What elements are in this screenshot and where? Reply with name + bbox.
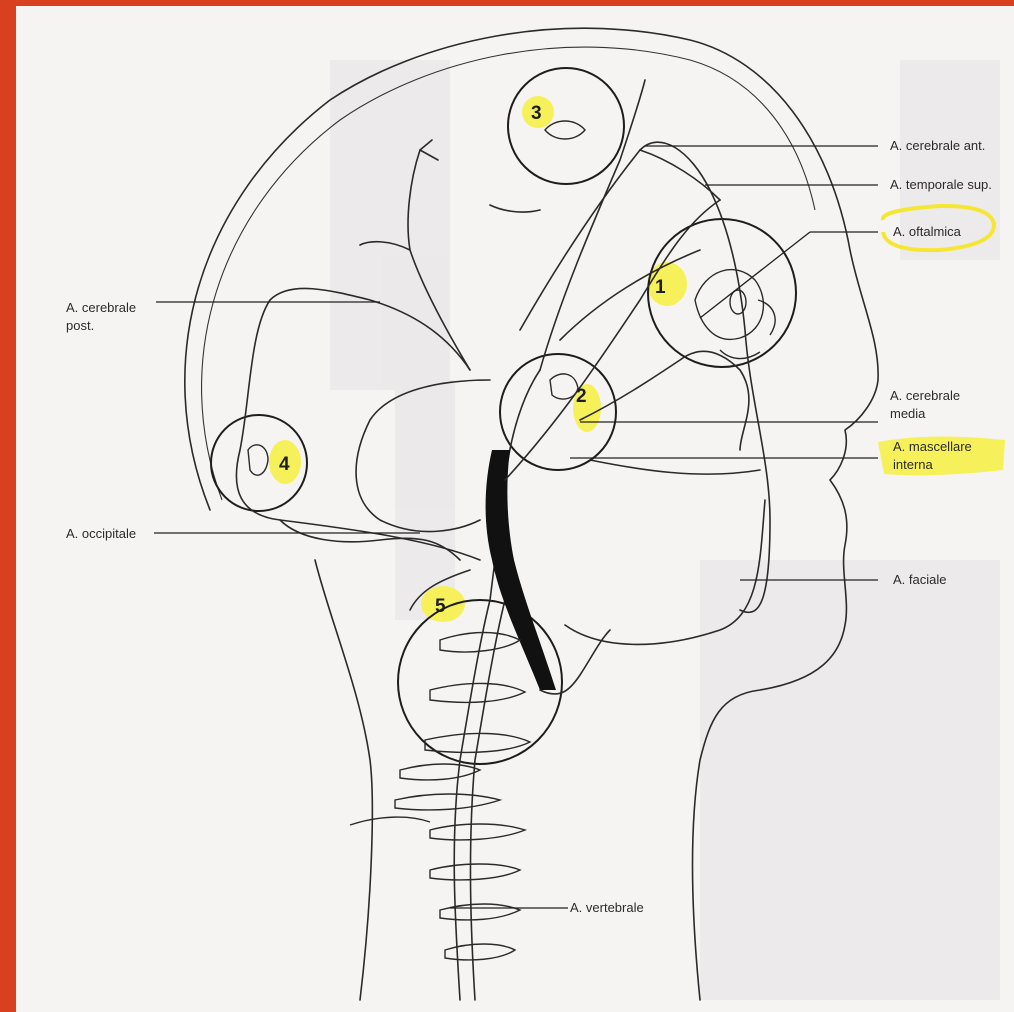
label-cerebrale-media-line2: media — [890, 406, 926, 421]
shading — [330, 60, 1000, 1000]
diagram-canvas: A. cerebrale ant. A. temporale sup. A. o… — [16, 6, 1014, 1012]
label-faciale: A. faciale — [893, 572, 946, 587]
arteries — [236, 80, 770, 1000]
vertebrae — [350, 633, 530, 960]
label-vertebrale: A. vertebrale — [570, 900, 644, 915]
label-cerebrale-post-line2: post. — [66, 318, 94, 333]
label-mascellare-line2: interna — [893, 457, 934, 472]
label-cerebrale-ant: A. cerebrale ant. — [890, 138, 985, 153]
number-4: 4 — [279, 454, 290, 475]
number-5: 5 — [435, 596, 446, 617]
label-cerebrale-post-line1: A. cerebrale — [66, 300, 136, 315]
label-cerebrale-media-line1: A. cerebrale — [890, 388, 960, 403]
head-arteries-diagram: A. cerebrale ant. A. temporale sup. A. o… — [16, 6, 1014, 1012]
circle-3 — [508, 68, 624, 184]
label-temporale-sup: A. temporale sup. — [890, 177, 992, 192]
label-occipitale: A. occipitale — [66, 526, 136, 541]
number-1: 1 — [655, 277, 666, 298]
number-2: 2 — [576, 386, 587, 407]
label-oftalmica: A. oftalmica — [893, 224, 962, 239]
number-3: 3 — [531, 103, 542, 124]
carotid-artery — [486, 450, 556, 690]
label-mascellare-line1: A. mascellare — [893, 439, 972, 454]
